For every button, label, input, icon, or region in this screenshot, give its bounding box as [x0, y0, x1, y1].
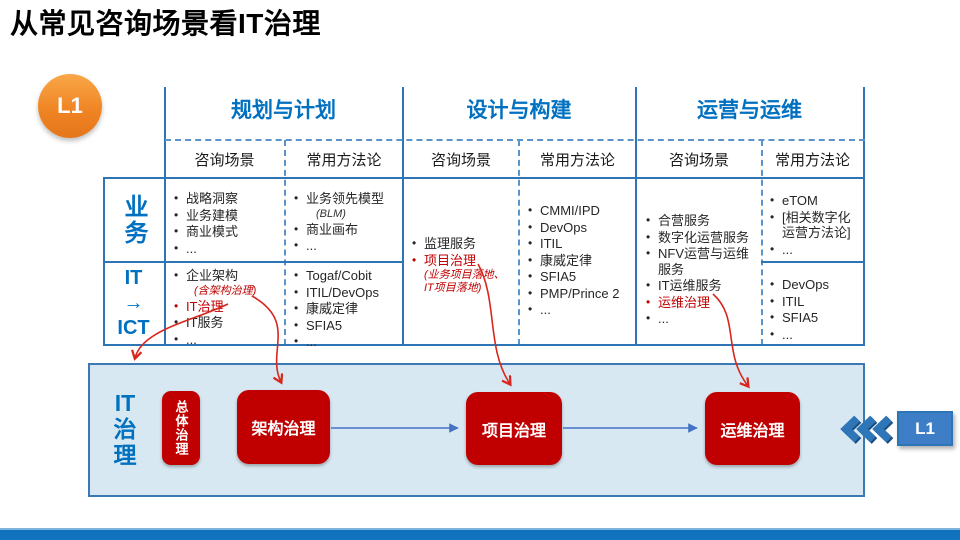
cell-operations-methods-planning: eTOM [相关数字化运营方法论] ...	[768, 192, 860, 258]
table-vdash-design	[518, 140, 520, 345]
list-item: ...	[292, 334, 398, 350]
cell-planning-business-methods: 业务领先模型 (BLM) 商业画布 ...	[292, 190, 398, 255]
list-item: 康威定律	[292, 301, 398, 317]
row-label-business: 业务	[120, 194, 147, 246]
table-hdash-under-phases	[165, 139, 865, 141]
cell-operations-methods-build: DevOps ITIL SFIA5 ...	[768, 276, 860, 343]
overall-governance-box: 总体治理	[162, 391, 200, 465]
level-1-badge: L1	[38, 74, 102, 138]
table-vline-right	[863, 87, 865, 345]
list-item: ITIL/DevOps	[292, 285, 398, 301]
list-item: 合营服务	[644, 213, 758, 229]
table-vline-design	[402, 87, 404, 345]
list-item: eTOM	[768, 193, 860, 209]
scenario-note-project-line1: (业务项目落地、	[424, 269, 505, 281]
list-item-ops-governance: 运维治理	[644, 295, 758, 311]
list-item: DevOps	[526, 220, 628, 236]
page-title: 从常见咨询场景看IT治理	[10, 8, 321, 39]
list-item: 业务建模	[172, 208, 280, 224]
list-item: 企业架构	[172, 268, 280, 284]
list-item: DevOps	[768, 277, 860, 293]
table-vdash-operations	[761, 140, 763, 345]
architecture-governance-box: 架构治理	[237, 390, 330, 464]
list-item-it-governance: IT治理	[172, 299, 280, 315]
cell-planning-it-methods: Togaf/Cobit ITIL/DevOps 康威定律 SFIA5 ...	[292, 267, 398, 351]
list-item: ...	[644, 311, 758, 327]
list-item: 康威定律	[526, 253, 628, 269]
list-item: ...	[172, 241, 280, 257]
list-item: ...	[768, 327, 860, 343]
cell-design-scenarios: 监理服务 项目治理 (业务项目落地、 IT项目落地)	[410, 235, 514, 295]
subheader-planning-scenario: 咨询场景	[194, 152, 255, 169]
list-item: PMP/Prince 2	[526, 286, 628, 302]
subheader-operations-scenario: 咨询场景	[668, 152, 729, 169]
list-item: SFIA5	[292, 318, 398, 334]
list-item: ...	[768, 242, 860, 258]
list-item: Togaf/Cobit	[292, 268, 398, 284]
row-label-it-ict: IT → ICT	[117, 266, 150, 339]
project-governance-box: 项目治理	[466, 392, 562, 465]
footer-bar	[0, 528, 960, 540]
phase-header-design: 设计与构建	[466, 99, 572, 122]
cell-planning-it-scenarios: 企业架构 (含架构治理) IT治理 IT服务 ...	[172, 267, 280, 348]
list-item: 商业模式	[172, 224, 280, 240]
level-1-badge-label: L1	[57, 93, 83, 118]
list-item: [相关数字化运营方法论]	[768, 210, 860, 241]
list-item: ITIL	[526, 236, 628, 252]
list-item: NFV运营与运维服务	[644, 246, 758, 277]
table-hline-row-divider-right	[761, 261, 865, 263]
list-item: IT服务	[172, 315, 280, 331]
list-item: ...	[292, 238, 398, 254]
list-item: 业务领先模型	[292, 191, 398, 207]
subheader-planning-method: 常用方法论	[306, 152, 382, 169]
method-note-blm: (BLM)	[316, 207, 346, 220]
it-governance-label: IT 治 理	[113, 390, 137, 468]
table-hline-row-divider-left	[103, 261, 403, 263]
list-item: SFIA5	[526, 269, 628, 285]
subheader-operations-method: 常用方法论	[774, 152, 850, 169]
cell-design-methods: CMMI/IPD DevOps ITIL 康威定律 SFIA5 PMP/Prin…	[526, 202, 628, 319]
subheader-design-scenario: 咨询场景	[430, 152, 491, 169]
scenario-note-project-line2: IT项目落地)	[424, 282, 482, 294]
list-item: 监理服务	[410, 236, 514, 252]
list-item: 商业画布	[292, 222, 398, 238]
list-item-project-governance: 项目治理	[410, 253, 514, 269]
table-vline-operations	[635, 87, 637, 345]
table-vline-labels	[164, 87, 166, 345]
phase-header-planning: 规划与计划	[231, 99, 336, 122]
list-item: 战略洞察	[172, 191, 280, 207]
cell-operations-scenarios: 合营服务 数字化运营服务 NFV运营与运维服务 IT运维服务 运维治理 ...	[644, 212, 758, 328]
list-item: ITIL	[768, 294, 860, 310]
it-to-ict-arrow: →	[123, 291, 144, 314]
list-item: ...	[172, 332, 280, 348]
list-item: SFIA5	[768, 310, 860, 326]
table-vdash-planning	[284, 140, 286, 345]
ops-governance-box: 运维治理	[705, 392, 800, 465]
table-hline-under-subheaders	[103, 177, 865, 179]
phase-header-operations: 运营与运维	[697, 99, 802, 122]
cell-planning-business-scenarios: 战略洞察 业务建模 商业模式 ...	[172, 190, 280, 257]
list-item: 数字化运营服务	[644, 230, 758, 246]
subheader-design-method: 常用方法论	[539, 152, 615, 169]
list-item: CMMI/IPD	[526, 203, 628, 219]
list-item: IT运维服务	[644, 278, 758, 294]
scenario-note-arch-governance: (含架构治理)	[194, 284, 257, 297]
level-1-tag: L1	[897, 411, 953, 446]
list-item: ...	[526, 302, 628, 318]
